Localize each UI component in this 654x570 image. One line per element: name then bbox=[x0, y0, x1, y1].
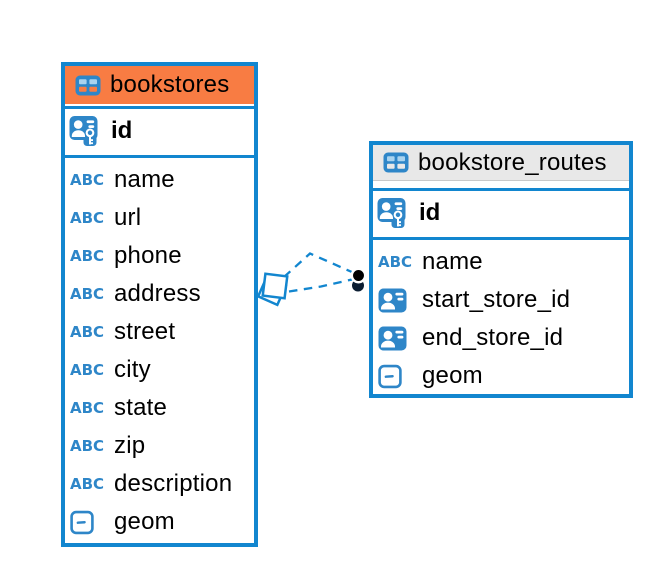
primary-key-icon bbox=[377, 198, 411, 228]
foreign-key-icon bbox=[377, 326, 414, 351]
column-row-address[interactable]: ABC address bbox=[65, 275, 254, 313]
table-icon bbox=[75, 75, 101, 95]
foreign-key-icon bbox=[377, 288, 414, 313]
dot-end-marker bbox=[350, 267, 367, 292]
header-separator bbox=[373, 181, 629, 191]
column-row-geom[interactable]: geom bbox=[65, 503, 254, 541]
column-row-end-store-id[interactable]: end_store_id bbox=[373, 319, 629, 357]
column-name: end_store_id bbox=[422, 324, 564, 351]
relationship-line[interactable] bbox=[288, 278, 353, 293]
primary-key-icon bbox=[69, 116, 103, 146]
table-icon bbox=[383, 152, 409, 173]
geometry-type-icon bbox=[69, 510, 106, 535]
column-list: ABC name start_store_id bbox=[373, 240, 629, 397]
column-name: address bbox=[114, 280, 201, 307]
column-name: id bbox=[111, 117, 133, 144]
table-header-bookstore-routes[interactable]: bookstore_routes bbox=[373, 145, 629, 181]
table-bookstore-routes[interactable]: bookstore_routes id bbox=[369, 141, 633, 398]
column-row-description[interactable]: ABC description bbox=[65, 465, 254, 503]
column-row-id[interactable]: id bbox=[65, 109, 254, 153]
column-list: ABC name ABC url ABC phone ABC address A… bbox=[65, 158, 254, 543]
column-name: description bbox=[114, 470, 233, 497]
column-row-geom[interactable]: geom bbox=[373, 357, 629, 395]
text-type-icon: ABC bbox=[70, 247, 105, 265]
column-name: start_store_id bbox=[422, 286, 571, 313]
column-row-start-store-id[interactable]: start_store_id bbox=[373, 281, 629, 319]
text-type-icon: ABC bbox=[378, 253, 413, 271]
text-type-icon: ABC bbox=[70, 323, 105, 341]
primary-key-separator bbox=[373, 235, 629, 240]
column-name: name bbox=[114, 166, 175, 193]
text-type-icon: ABC bbox=[70, 475, 105, 493]
text-type-icon: ABC bbox=[70, 285, 105, 303]
column-row-zip[interactable]: ABC zip bbox=[65, 427, 254, 465]
column-name: city bbox=[114, 356, 151, 383]
diamond-end-marker bbox=[256, 272, 289, 307]
column-name: id bbox=[419, 199, 441, 226]
column-name: phone bbox=[114, 242, 182, 269]
column-row-phone[interactable]: ABC phone bbox=[65, 237, 254, 275]
text-type-icon: ABC bbox=[70, 437, 105, 455]
relationship-line[interactable] bbox=[283, 252, 354, 278]
column-name: url bbox=[114, 204, 142, 231]
column-row-city[interactable]: ABC city bbox=[65, 351, 254, 389]
column-row-street[interactable]: ABC street bbox=[65, 313, 254, 351]
header-separator bbox=[65, 104, 254, 109]
column-name: geom bbox=[114, 508, 175, 535]
text-type-icon: ABC bbox=[70, 361, 105, 379]
column-name: state bbox=[114, 394, 168, 421]
column-name: name bbox=[422, 248, 483, 275]
column-row-name[interactable]: ABC name bbox=[65, 161, 254, 199]
column-row-state[interactable]: ABC state bbox=[65, 389, 254, 427]
primary-key-separator bbox=[65, 153, 254, 158]
column-row-id[interactable]: id bbox=[373, 191, 629, 235]
column-name: geom bbox=[422, 362, 483, 389]
text-type-icon: ABC bbox=[70, 399, 105, 417]
table-title: bookstores bbox=[110, 71, 230, 98]
column-name: street bbox=[114, 318, 176, 345]
table-bookstores[interactable]: bookstores id bbox=[61, 62, 258, 547]
table-header-bookstores[interactable]: bookstores bbox=[65, 66, 254, 104]
table-title: bookstore_routes bbox=[418, 148, 607, 176]
text-type-icon: ABC bbox=[70, 209, 105, 227]
geometry-type-icon bbox=[377, 364, 414, 389]
column-name: zip bbox=[114, 432, 146, 459]
column-row-url[interactable]: ABC url bbox=[65, 199, 254, 237]
column-row-name[interactable]: ABC name bbox=[373, 243, 629, 281]
text-type-icon: ABC bbox=[70, 171, 105, 189]
